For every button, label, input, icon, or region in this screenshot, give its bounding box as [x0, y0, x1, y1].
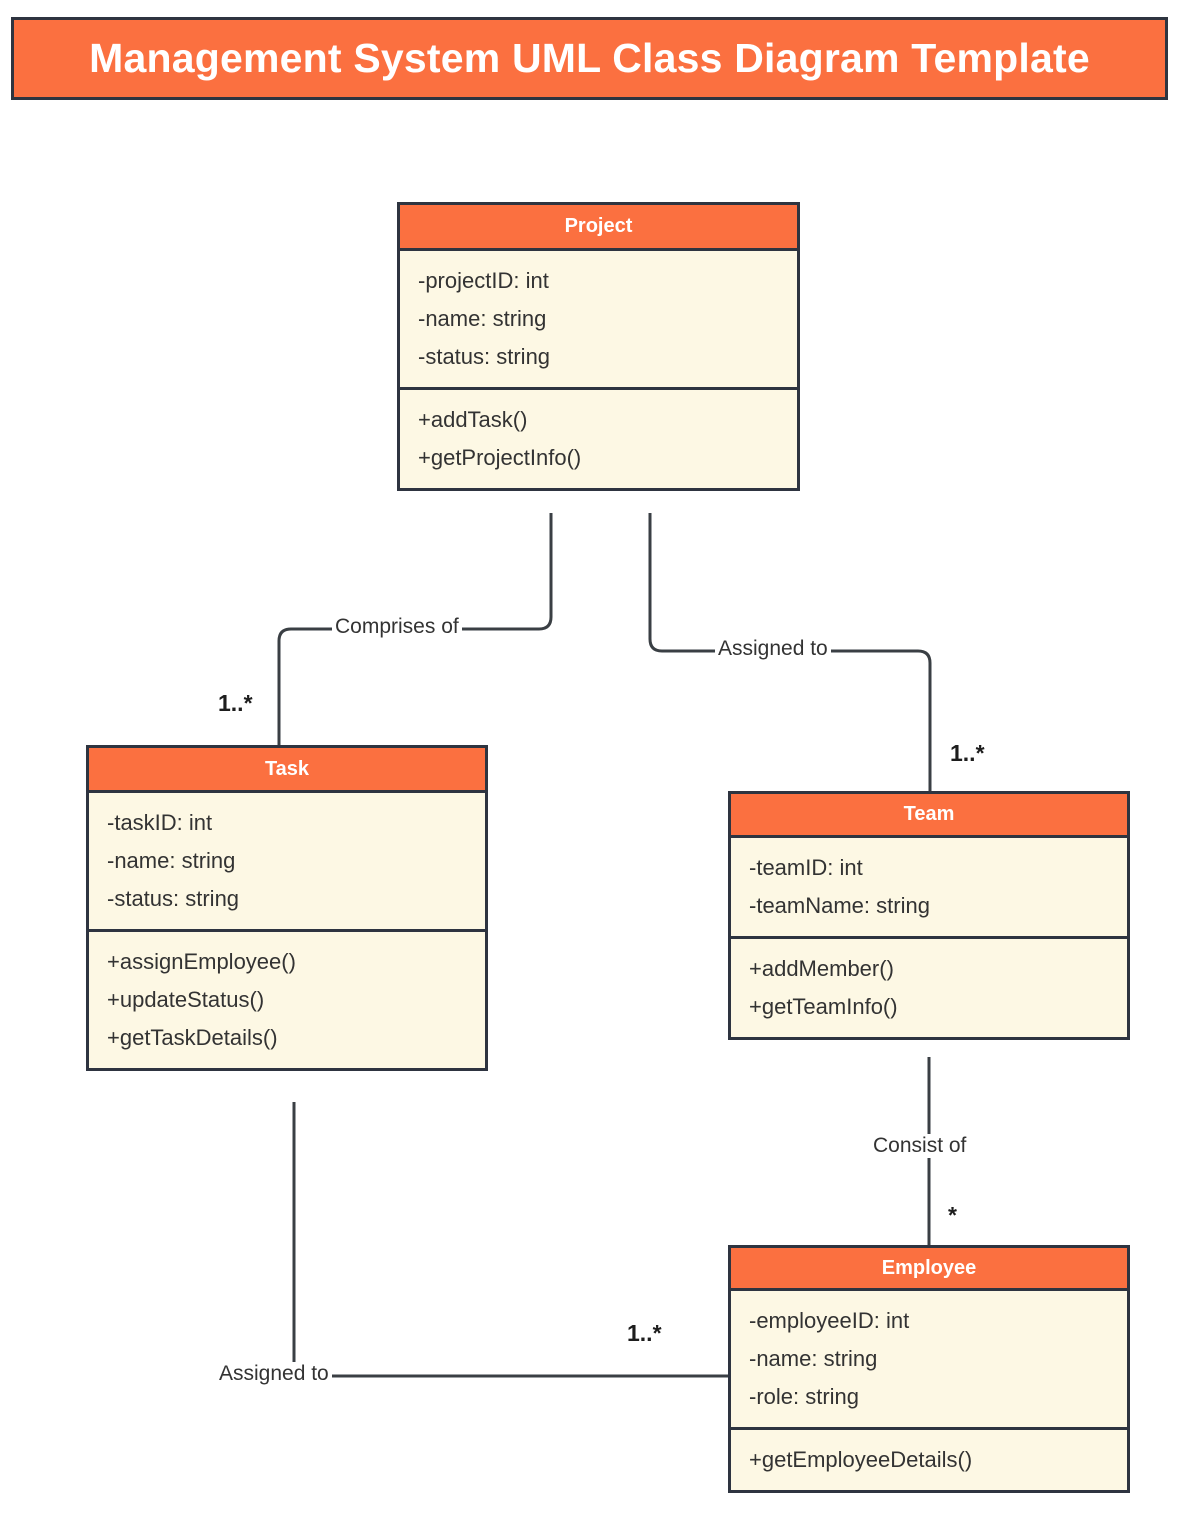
uml-attribute: -teamName: string: [749, 893, 930, 918]
uml-attributes-team: -teamID: int -teamName: string: [731, 838, 1127, 936]
relationship-label-consist-of: Consist of: [870, 1134, 970, 1158]
uml-attributes-project: -projectID: int -name: string -status: s…: [400, 251, 797, 387]
connector-task-employee: [292, 1102, 728, 1378]
uml-attributes-employee: -employeeID: int -name: string -role: st…: [731, 1291, 1127, 1427]
multiplicity-project-team: 1..*: [950, 740, 985, 766]
multiplicity-team-employee: *: [948, 1202, 957, 1228]
uml-methods-task: +assignEmployee() +updateStatus() +getTa…: [89, 929, 485, 1068]
multiplicity-task-employee: 1..*: [627, 1320, 662, 1346]
uml-class-name-project: Project: [400, 205, 797, 251]
uml-attribute: -role: string: [749, 1384, 860, 1409]
uml-method: +getTaskDetails(): [107, 1025, 278, 1050]
uml-attribute: -teamID: int: [749, 855, 863, 880]
uml-attribute: -name: string: [418, 306, 547, 331]
uml-attribute: -taskID: int: [107, 810, 213, 835]
uml-class-name-task: Task: [89, 748, 485, 793]
uml-method: +getEmployeeDetails(): [749, 1447, 973, 1472]
uml-methods-employee: +getEmployeeDetails(): [731, 1427, 1127, 1490]
relationship-label-assigned-to-employee: Assigned to: [216, 1362, 332, 1386]
uml-attribute: -status: string: [107, 886, 240, 911]
relationship-label-comprises-of: Comprises of: [332, 615, 462, 639]
uml-class-employee[interactable]: Employee -employeeID: int -name: string …: [728, 1245, 1130, 1493]
uml-attribute: -projectID: int: [418, 268, 549, 293]
relationship-label-assigned-to-team: Assigned to: [715, 637, 831, 661]
uml-method: +getTeamInfo(): [749, 994, 898, 1019]
uml-class-task[interactable]: Task -taskID: int -name: string -status:…: [86, 745, 488, 1071]
uml-method: +assignEmployee(): [107, 949, 296, 974]
uml-class-team[interactable]: Team -teamID: int -teamName: string +add…: [728, 791, 1130, 1040]
uml-attribute: -name: string: [107, 848, 236, 873]
uml-attribute: -name: string: [749, 1346, 878, 1371]
uml-methods-project: +addTask() +getProjectInfo(): [400, 387, 797, 488]
uml-class-name-team: Team: [731, 794, 1127, 838]
diagram-title-banner: Management System UML Class Diagram Temp…: [11, 17, 1168, 100]
uml-methods-team: +addMember() +getTeamInfo(): [731, 936, 1127, 1037]
uml-attributes-task: -taskID: int -name: string -status: stri…: [89, 793, 485, 929]
uml-attribute: -employeeID: int: [749, 1308, 910, 1333]
uml-attribute: -status: string: [418, 344, 551, 369]
uml-class-project[interactable]: Project -projectID: int -name: string -s…: [397, 202, 800, 491]
uml-method: +getProjectInfo(): [418, 445, 582, 470]
uml-method: +addTask(): [418, 407, 528, 432]
uml-method: +addMember(): [749, 956, 894, 981]
multiplicity-project-task: 1..*: [218, 690, 253, 716]
page-title: Management System UML Class Diagram Temp…: [89, 35, 1090, 81]
uml-method: +updateStatus(): [107, 987, 265, 1012]
uml-class-name-employee: Employee: [731, 1248, 1127, 1291]
